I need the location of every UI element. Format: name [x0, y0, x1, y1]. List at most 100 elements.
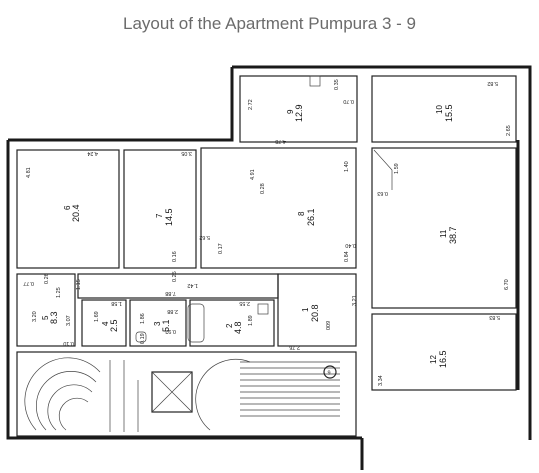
- room-area: 15.5: [444, 104, 454, 122]
- sink-icon: [257, 303, 269, 315]
- dim-label: 0.70: [343, 98, 354, 104]
- dim-label: 0.84: [344, 251, 350, 262]
- room-number: 3: [153, 321, 162, 326]
- dim-label: 0.63: [377, 190, 388, 196]
- room-label-11: 11 38.7: [439, 226, 458, 244]
- room-3-outline: [129, 299, 187, 347]
- room-label-10: 10 15.5: [435, 104, 454, 122]
- room-area: 16.5: [438, 350, 448, 368]
- dim-label: 0.16: [172, 251, 178, 262]
- room-number: 4: [101, 321, 110, 326]
- room-1-outline: [277, 273, 357, 347]
- dim-label: 1.69: [94, 311, 100, 322]
- dim-label: 4.91: [250, 169, 256, 180]
- room-area: 2.5: [109, 319, 119, 332]
- room-number: 1: [301, 307, 310, 312]
- dim-label: 2.55: [239, 300, 250, 306]
- outer-walls: [6, 65, 532, 470]
- room-number: 12: [429, 355, 438, 364]
- dim-label: 3.21: [352, 295, 358, 306]
- plan-title: Layout of the Apartment Pumpura 3 - 9: [123, 14, 416, 33]
- room-number: 9: [286, 109, 295, 114]
- dim-label: 5.83: [489, 314, 500, 320]
- dim-label: 7.88: [165, 290, 176, 296]
- dim-label: 1.58: [111, 300, 122, 306]
- dim-label: 2.65: [506, 125, 512, 136]
- marker-label: 9: [328, 371, 331, 377]
- dim-label: 0.17: [218, 243, 224, 254]
- room-area: 14.5: [164, 208, 174, 226]
- dim-label: 4.81: [26, 167, 32, 178]
- dim-label: 5.62: [199, 234, 210, 240]
- room-area: 4.8: [233, 321, 243, 334]
- dim-label: 1.59: [394, 163, 400, 174]
- dim-label: 1.86: [140, 313, 146, 324]
- room-label-12: 12 16.5: [429, 350, 448, 368]
- room-label-6: 6 20.4: [63, 204, 81, 222]
- room-number: 7: [155, 213, 164, 218]
- dim-label: 1.42: [187, 282, 198, 288]
- dim-label: 0.25: [172, 271, 178, 282]
- dim-label: 4.78: [275, 138, 286, 144]
- room-label-5: 5 8.3: [41, 311, 59, 324]
- bathtub-icon: [187, 303, 205, 343]
- room-12-outline: [371, 313, 517, 391]
- dim-label: 2.72: [248, 99, 254, 110]
- room-number: 5: [41, 315, 50, 320]
- dim-label: 5.82: [487, 80, 498, 86]
- dim-label: 0.19: [140, 333, 146, 344]
- dim-label: 2.88: [167, 308, 178, 314]
- room-label-2: 2 4.8: [225, 321, 243, 334]
- room-area: 38.7: [448, 226, 458, 244]
- room-area: 20.4: [71, 204, 81, 222]
- dim-label: 0.26: [44, 273, 50, 284]
- room-label-3: 3 5.1: [153, 319, 171, 332]
- corridor-outline: [77, 273, 279, 299]
- entry-label: 009: [326, 321, 332, 330]
- dim-label: 0.10: [63, 340, 74, 346]
- stairwell: [16, 351, 357, 437]
- marker-circle-icon: [323, 365, 337, 379]
- dim-label: 0.28: [260, 183, 266, 194]
- dim-label: 6.70: [504, 279, 510, 290]
- room-7-outline: [123, 149, 197, 269]
- room-number: 2: [225, 323, 234, 328]
- dim-label: 4.24: [87, 150, 98, 156]
- room-label-1: 1 20.8: [301, 304, 320, 322]
- toilet-icon: [135, 331, 147, 343]
- balcony-door-icon: [373, 149, 393, 190]
- dim-label: 0.35: [334, 79, 340, 90]
- elevator-shaft: [151, 371, 193, 413]
- room-area: 12.9: [294, 104, 304, 122]
- room-label-9: 9 12.9: [286, 104, 304, 122]
- room-9-outline: [239, 75, 358, 143]
- dim-label: 1.15: [76, 279, 82, 290]
- dimension-labels: 4.81 4.24 3.05 4.91 1.40 5.62 0.28 0.40 …: [23, 79, 512, 386]
- room-area: 26.1: [306, 208, 316, 226]
- room-8-outline: [200, 147, 357, 269]
- dim-label: 3.20: [32, 311, 38, 322]
- room-4-outline: [81, 299, 127, 347]
- dim-label: 1.89: [248, 315, 254, 326]
- room-10-outline: [371, 75, 517, 143]
- dim-label: 0.40: [345, 242, 356, 248]
- room-area: 8.3: [49, 311, 59, 324]
- dim-label: 2.76: [289, 344, 300, 350]
- dim-label: 0.92: [165, 328, 176, 334]
- room-11-outline: [371, 147, 517, 309]
- room-label-7: 7 14.5: [155, 208, 174, 226]
- room-number: 11: [439, 229, 448, 238]
- room-5-outline: [16, 273, 76, 347]
- room-label-4: 4 2.5: [101, 319, 119, 332]
- dim-label: 1.25: [56, 287, 62, 298]
- dim-label: 3.07: [66, 315, 72, 326]
- room-label-8: 8 26.1: [297, 208, 316, 226]
- dim-label: 1.40: [344, 161, 350, 172]
- room-area: 20.8: [310, 304, 320, 322]
- room-number: 8: [297, 211, 306, 216]
- room-2-outline: [189, 299, 275, 347]
- sink-icon-room-9: [309, 75, 321, 87]
- dim-label: 3.05: [181, 150, 192, 156]
- room-number: 6: [63, 205, 72, 210]
